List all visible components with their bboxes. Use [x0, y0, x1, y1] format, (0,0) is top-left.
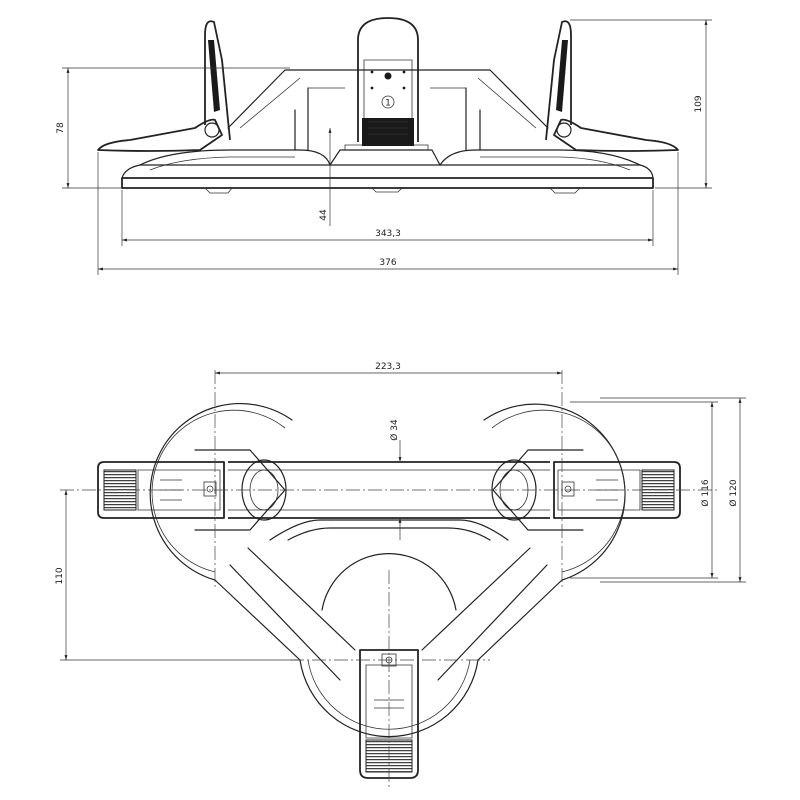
side-view: 1 376 343,3 109 78 — [56, 17, 712, 275]
left-suction-cup — [149, 403, 293, 581]
dim-height: 109 — [694, 95, 704, 112]
dim-cup-outer-dia: Ø 120 — [728, 479, 739, 506]
dim-cup-spacing: 223,3 — [375, 362, 401, 372]
dim-total-width: 376 — [379, 258, 396, 268]
dim-bar-dia: Ø 34 — [389, 419, 400, 441]
dim-lever-height: 78 — [56, 122, 66, 134]
dim-base-height: 44 — [319, 209, 329, 221]
dim-base-width: 343,3 — [375, 229, 401, 239]
dim-cup-inner-dia: Ø 116 — [700, 479, 711, 506]
top-view: 223,3 Ø 34 Ø 116 Ø 120 110 — [55, 362, 746, 790]
lever-badge-number: 1 — [385, 99, 391, 109]
dim-depth: 110 — [55, 567, 65, 584]
